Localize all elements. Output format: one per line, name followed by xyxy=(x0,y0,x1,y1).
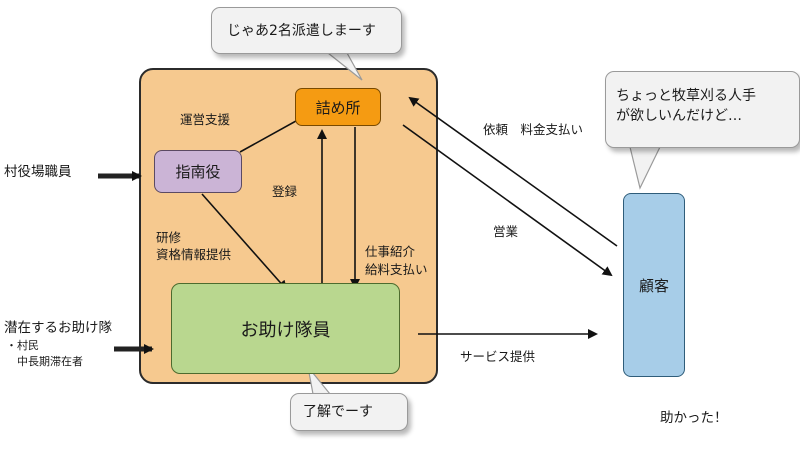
arrow-shinan-to-tsume xyxy=(239,115,307,153)
label-eigyo: 営業 xyxy=(493,224,519,239)
label-murayakuba: 村役場職員 xyxy=(4,164,72,180)
speech-bubble-top: じゃあ2名派遣しまーす xyxy=(211,7,402,54)
node-shinanyaku: 指南役 xyxy=(154,150,242,193)
speech-bubble-right: ちょっと牧草刈る人手 が欲しいんだけど… xyxy=(605,71,800,148)
label-unei-shien: 運営支援 xyxy=(180,112,231,127)
bubble-right-line2: が欲しいんだけど… xyxy=(616,108,742,124)
arrow-kokyaku-to-tsume xyxy=(408,96,618,247)
label-senzai: 潜在するお助け隊 xyxy=(4,320,112,336)
node-otasuke-taiin: お助け隊員 xyxy=(171,283,400,374)
label-irai: 依頼 料金支払い xyxy=(483,122,584,137)
label-chouki: 中長期滞在者 xyxy=(6,355,83,368)
bubble-top-tail xyxy=(326,52,363,81)
label-touroku: 登録 xyxy=(272,184,298,199)
bubble-top-text: じゃあ2名派遣しまーす xyxy=(227,23,376,39)
label-shikaku-joho: 資格情報提供 xyxy=(156,247,232,262)
bubble-bottom-text: 了解でーす xyxy=(303,404,373,420)
node-tsumesho: 詰め所 xyxy=(295,88,381,126)
label-shigoto-shokai: 仕事紹介 xyxy=(365,244,416,259)
label-sonmin: ・村民 xyxy=(6,339,39,352)
label-kyuryo-shiharai: 給料支払い xyxy=(365,262,428,277)
node-kokyaku: 顧客 xyxy=(623,193,685,377)
bubble-right-tail xyxy=(629,146,661,190)
bubble-right-line1: ちょっと牧草刈る人手 xyxy=(616,88,756,104)
footer-tasukatta: 助かった！ xyxy=(660,410,728,426)
arrow-tsume-to-kokyaku xyxy=(402,124,613,277)
label-kenshu: 研修 xyxy=(156,230,182,245)
label-service: サービス提供 xyxy=(460,349,536,364)
speech-bubble-bottom: 了解でーす xyxy=(290,393,408,431)
arrow-shinan-to-otasuke xyxy=(201,193,288,291)
